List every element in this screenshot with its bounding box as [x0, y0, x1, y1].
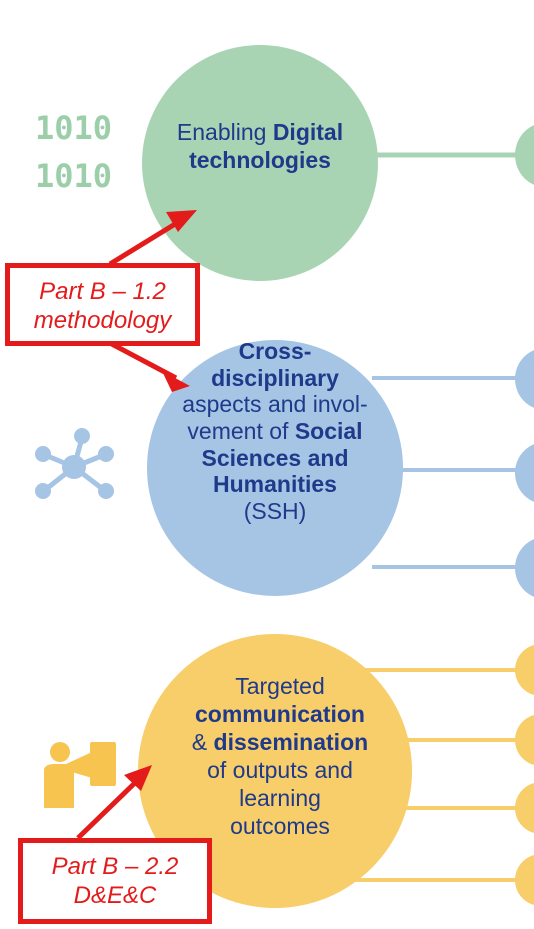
- arrow-dissemination-up-head: [124, 765, 152, 791]
- person-megaphone-icon: [44, 742, 116, 808]
- arrow-methodology-up-head: [166, 210, 197, 232]
- ssh-label: Cross- disciplinary aspects and invol- v…: [182, 338, 368, 525]
- connector-lines: [310, 152, 534, 882]
- pill-yellow-1: [515, 644, 534, 696]
- callout-dissemination-line1: Part B – 2.2: [51, 853, 179, 880]
- binary-icon-line-2: 1010: [35, 157, 112, 195]
- arrow-methodology-down: [106, 339, 178, 381]
- network-hub-icon: [35, 428, 114, 499]
- callout-methodology: Part B – 1.2 methodology: [5, 263, 200, 346]
- communication-label: Targeted communication & dissemination o…: [191, 673, 369, 840]
- pill-blue-3: [515, 539, 534, 597]
- arrow-methodology-up: [108, 218, 182, 267]
- right-pills: [515, 125, 534, 906]
- callout-methodology-line1: Part B – 1.2: [39, 278, 166, 305]
- red-arrows: [76, 210, 197, 840]
- circle-ssh: [147, 340, 403, 596]
- pill-green: [515, 125, 534, 185]
- callout-dissemination: Part B – 2.2 D&E&C: [18, 838, 212, 924]
- pill-blue-2: [515, 444, 534, 502]
- pill-blue-1: [515, 350, 534, 408]
- arrow-dissemination-up: [76, 776, 142, 840]
- arrow-methodology-down-head: [162, 371, 190, 392]
- pill-yellow-2: [515, 714, 534, 766]
- digital-technologies-label: Enabling Digital technologies: [176, 119, 344, 173]
- callout-methodology-line2: methodology: [33, 306, 172, 334]
- pill-yellow-3: [515, 782, 534, 834]
- pill-yellow-4: [515, 854, 534, 906]
- binary-1010-icon: 1010 1010: [35, 109, 112, 195]
- circle-digital-technologies: [142, 45, 378, 281]
- callout-dissemination-line2: D&E&C: [73, 881, 157, 909]
- binary-icon-line-1: 1010: [35, 109, 112, 147]
